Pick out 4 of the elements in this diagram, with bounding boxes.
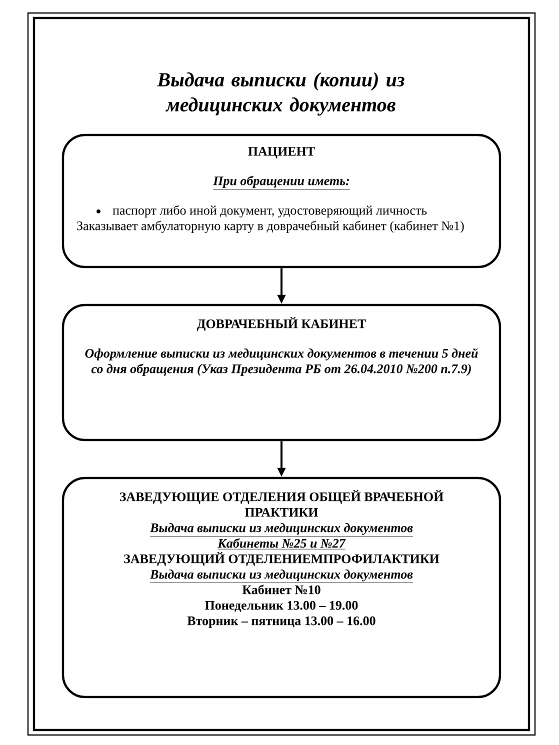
title: Выдача выписки (копии) из медицинских документов — [157, 72, 404, 116]
process-box: ЗАВЕДУЮЩИЕ ОТДЕЛЕНИЯ ОБЩЕЙ ВРАЧЕБНОЙ ПРАКТИКИ Выдача выписки из медицинских документов Кабинеты №25 и №27 ЗАВЕДУЮЩИЙ ОТДЕЛЕНИЕМПРОФИЛАКТИКИ Выдача выписки из медицинских документов Кабинет №10 Понедельник 13.00 – 19.00 Вторник – пятница 13.00 – 16.00 — [62, 476, 502, 698]
process-box: ДОВРАЧЕБНЫЙ КАБИНЕТ Оформление выписки из медицинских документов в течении 5 дней со дня обращения (Указ Президента РБ от 26.04.2010 №200 п.7.9) — [62, 304, 502, 442]
process-box: ПАЦИЕНТ При обращении иметь: паспорт либо иной документ, удостоверяющий личность Заказывает амбулаторную карту в доврачебный кабинет (кабинет №1) — [62, 134, 502, 268]
